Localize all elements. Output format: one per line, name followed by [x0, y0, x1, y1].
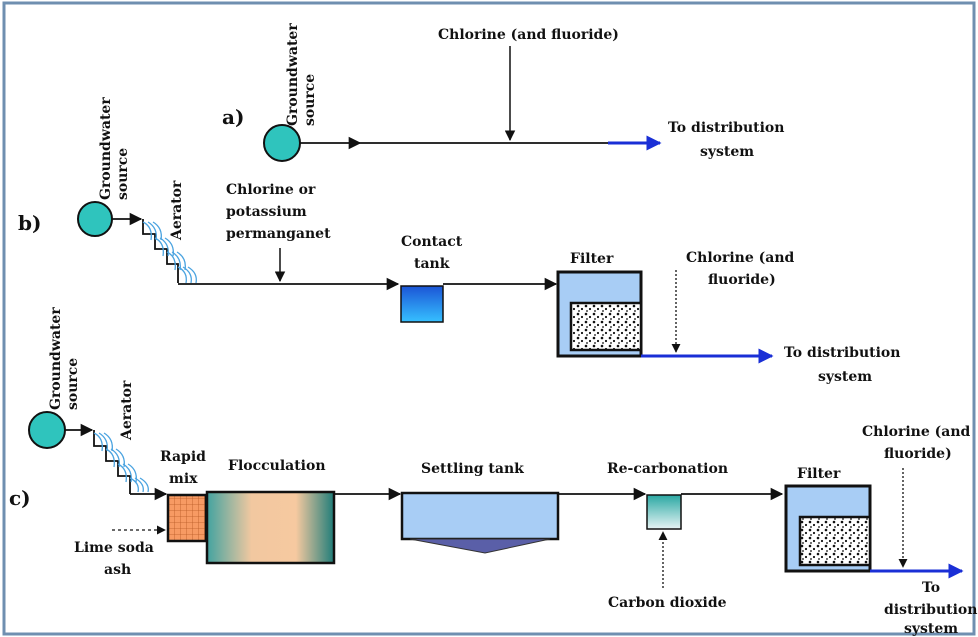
aerator-sprays-b: [142, 221, 197, 284]
aerator-steps-c: [93, 430, 131, 494]
distribution-label-b: To distribution system: [784, 345, 905, 385]
source-label-c: Groundwater source: [48, 302, 81, 410]
groundwater-source-a: [263, 124, 301, 162]
aerator-label-b: Aerator: [169, 180, 185, 241]
settling-hopper-c: [409, 538, 551, 554]
panel-c: c) Groundwater source Aerator Rapid mix …: [9, 302, 978, 637]
filter-media-c: [798, 515, 872, 567]
panel-a-letter: a): [222, 105, 244, 129]
settling-tank-c: [400, 491, 560, 541]
panel-c-letter: c): [9, 486, 31, 510]
panel-a: a) Groundwater source Chlorine (and fluo…: [222, 18, 789, 162]
distribution-label-c: To distribution system: [884, 580, 978, 637]
oxidant-label-b: Chlorine or potassium permanganet: [226, 182, 331, 242]
source-label-a: Groundwater source: [285, 18, 318, 126]
chlorine-label-c: Chlorine (and fluoride): [862, 424, 975, 462]
flocculation-label-c: Flocculation: [228, 458, 326, 474]
filter-label-c: Filter: [797, 466, 841, 482]
co2-label-c: Carbon dioxide: [608, 595, 727, 611]
recarbonation-tank-c: [646, 494, 682, 530]
settling-label-c: Settling tank: [421, 461, 524, 477]
aerator-steps-b: [142, 219, 179, 283]
filter-media-b: [569, 301, 643, 352]
groundwater-source-b: [77, 201, 113, 237]
flocculation-tank-c: [205, 490, 336, 565]
recarbonation-label-c: Re-carbonation: [607, 461, 728, 477]
contact-tank-b: [400, 285, 444, 323]
rapid-mix-label-c: Rapid mix: [160, 449, 211, 487]
chlorine-label-b: Chlorine (and fluoride): [686, 250, 799, 288]
panel-b: b) Groundwater source Aerator Chlorine o…: [18, 92, 905, 385]
chlorine-label-a: Chlorine (and fluoride): [438, 27, 619, 43]
panel-b-letter: b): [18, 211, 41, 235]
aerator-label-c: Aerator: [119, 380, 135, 441]
rapid-mix-c: [166, 493, 208, 543]
contact-label-b: Contact tank: [401, 234, 467, 272]
aerator-sprays-c: [93, 432, 149, 493]
source-label-b: Groundwater source: [98, 92, 131, 200]
filter-label-b: Filter: [570, 251, 614, 267]
lime-label-c: Lime soda ash: [74, 540, 159, 578]
groundwater-source-c: [28, 411, 66, 449]
distribution-label-a: To distribution system: [668, 120, 789, 160]
